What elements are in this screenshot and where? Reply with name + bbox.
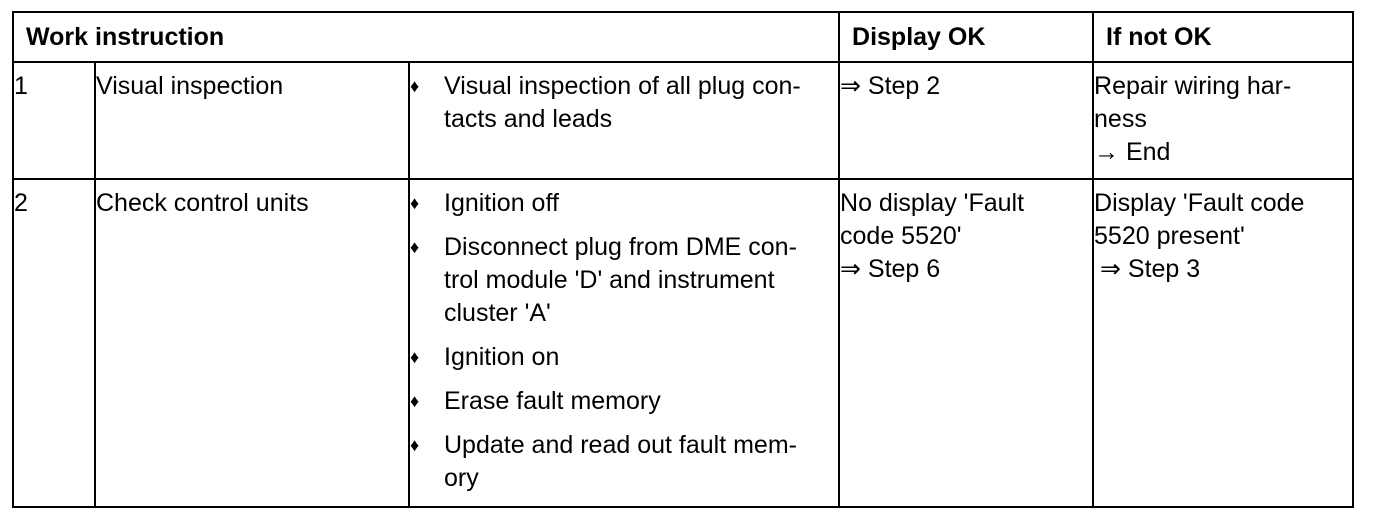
display-ok-reference: ⇒ Step 2: [840, 72, 941, 100]
diamond-bullet-icon: ♦: [410, 347, 420, 367]
instruction-line: trol module 'D' and instrument: [444, 266, 775, 294]
step-number: 1: [12, 61, 96, 180]
diamond-bullet-icon: ♦: [410, 391, 420, 411]
header-work-instruction: Work instruction: [11, 11, 841, 63]
step-number: 2: [12, 178, 96, 508]
if-not-ok-line: 5520 present': [1094, 222, 1245, 250]
work-instruction-table: Work instruction Display OK If not OK 1 …: [11, 11, 1355, 508]
display-ok-line: code 5520': [840, 222, 962, 250]
if-not-ok-reference: → End: [1094, 138, 1171, 166]
step-title: Check control units: [94, 178, 410, 508]
list-item: ♦ Ignition off: [410, 187, 838, 220]
if-not-ok-line: Display 'Fault code: [1094, 189, 1305, 217]
diamond-bullet-icon: ♦: [410, 435, 420, 455]
table-header-row: Work instruction Display OK If not OK: [11, 11, 1355, 63]
list-item: ♦ Erase fault memory: [410, 385, 838, 418]
step-title: Visual inspection: [94, 61, 410, 180]
instruction-line: Ignition on: [444, 343, 560, 371]
display-ok-line: No display 'Fault: [840, 189, 1025, 217]
list-item: ♦ Update and read out fault mem- ory: [410, 429, 838, 495]
if-not-ok-reference: ⇒ Step 3: [1100, 255, 1201, 283]
list-item: ♦ Ignition on: [410, 341, 838, 374]
step-instructions: ♦ Ignition off ♦ Disconnect plug from DM…: [407, 178, 841, 508]
header-if-not-ok: If not OK: [1092, 11, 1355, 63]
if-not-ok-cell: Repair wiring har- ness → End: [1092, 61, 1355, 180]
table-row: 1 Visual inspection ♦ Visual inspection …: [12, 61, 1355, 180]
display-ok-cell: ⇒ Step 2: [838, 61, 1095, 180]
diamond-bullet-icon: ♦: [410, 76, 420, 96]
step-instructions: ♦ Visual inspection of all plug con- tac…: [407, 61, 841, 180]
instruction-list: ♦ Visual inspection of all plug con- tac…: [410, 70, 838, 136]
instruction-line: Erase fault memory: [444, 387, 661, 415]
list-item: ♦ Visual inspection of all plug con- tac…: [410, 70, 838, 136]
diamond-bullet-icon: ♦: [410, 193, 420, 213]
header-display-ok: Display OK: [838, 11, 1095, 63]
table-row: 2 Check control units ♦ Ignition off ♦ D…: [12, 178, 1355, 508]
instruction-line: tacts and leads: [444, 105, 613, 133]
instruction-line: ory: [444, 464, 479, 492]
instruction-line: Disconnect plug from DME con-: [444, 233, 797, 261]
instruction-line: Update and read out fault mem-: [444, 431, 797, 459]
if-not-ok-line: ness: [1094, 105, 1147, 133]
instruction-line: cluster 'A': [444, 299, 551, 327]
instruction-list: ♦ Ignition off ♦ Disconnect plug from DM…: [410, 187, 838, 495]
display-ok-cell: No display 'Fault code 5520' ⇒ Step 6: [838, 178, 1095, 508]
diamond-bullet-icon: ♦: [410, 237, 420, 257]
instruction-line: Visual inspection of all plug con-: [444, 72, 801, 100]
if-not-ok-cell: Display 'Fault code 5520 present' ⇒ Step…: [1092, 178, 1355, 508]
if-not-ok-line: Repair wiring har-: [1094, 72, 1292, 100]
instruction-line: Ignition off: [444, 189, 559, 217]
list-item: ♦ Disconnect plug from DME con- trol mod…: [410, 231, 838, 330]
display-ok-reference: ⇒ Step 6: [840, 255, 941, 283]
